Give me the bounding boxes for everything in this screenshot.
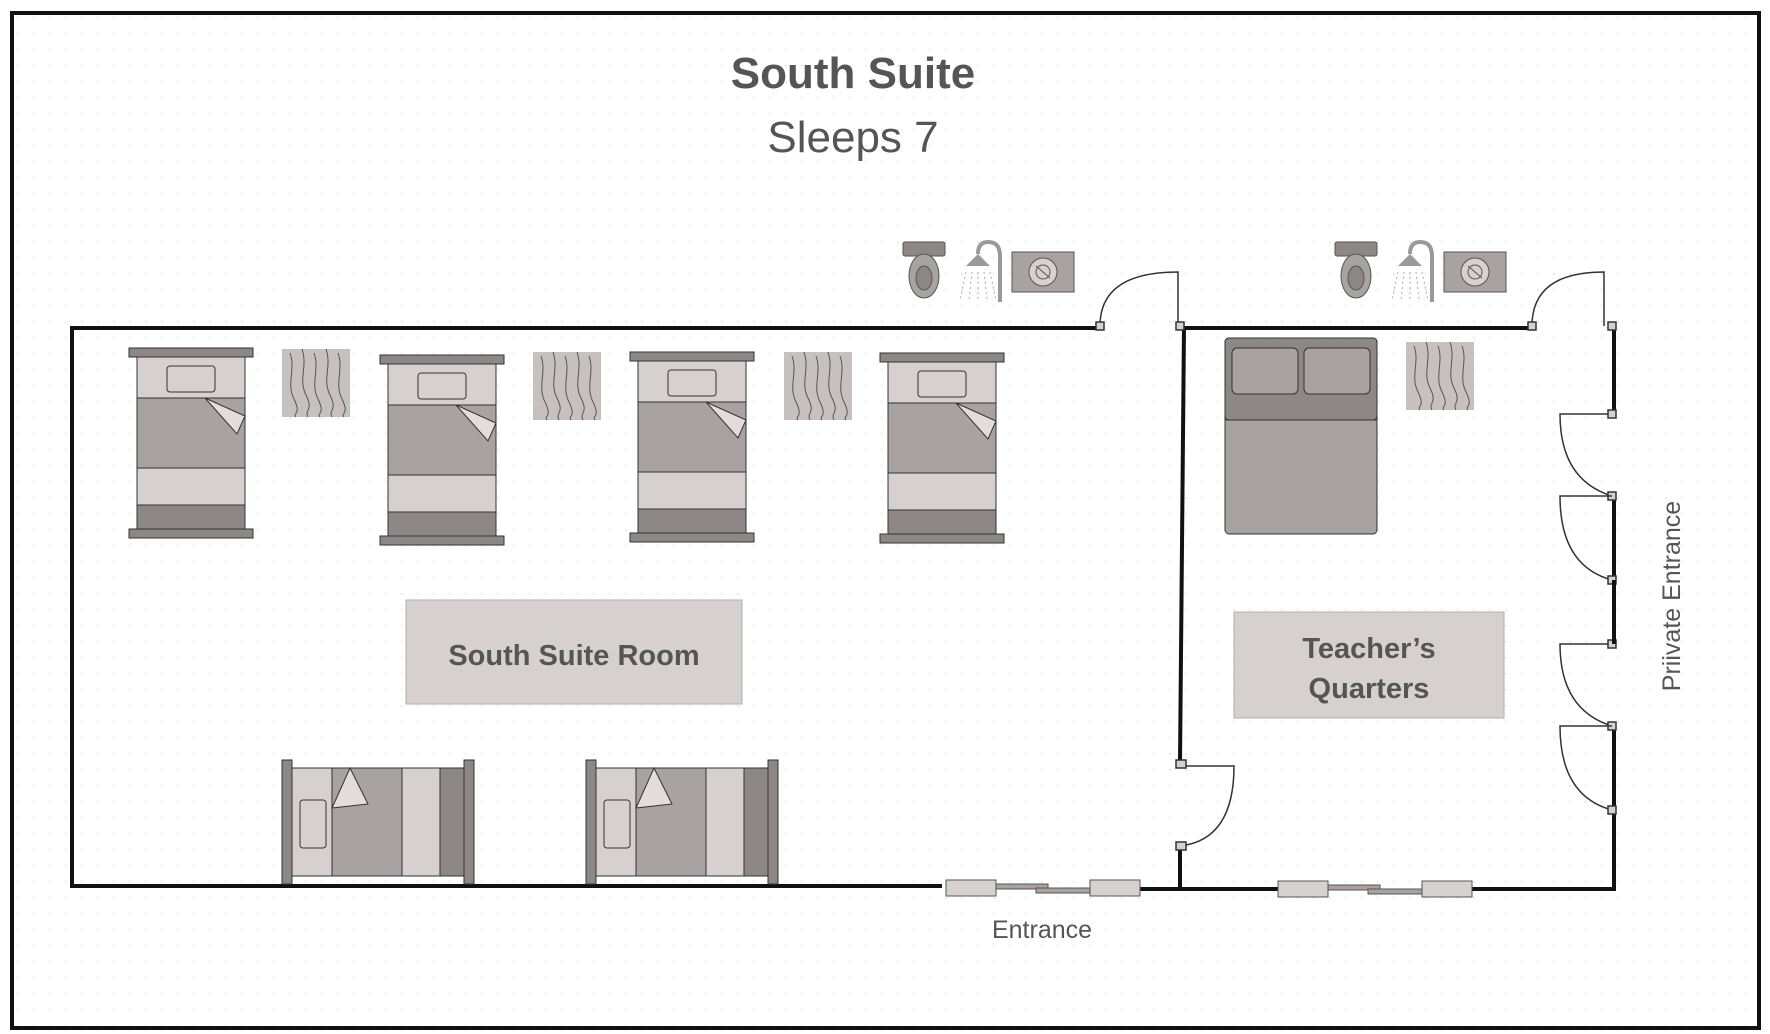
rug-icon bbox=[1405, 341, 1475, 411]
teacher-room-label-line1: Teacher’s bbox=[1302, 633, 1435, 665]
walls bbox=[70, 325, 1616, 891]
swing-doors bbox=[1095, 271, 1617, 851]
double-bed-icon bbox=[1224, 337, 1378, 535]
single-bed-icon bbox=[879, 352, 1005, 544]
main-room-label: South Suite Room bbox=[448, 640, 699, 672]
frame-border bbox=[10, 11, 1761, 1030]
single-bed-icon bbox=[585, 759, 779, 885]
suite-title: South Suite bbox=[731, 49, 975, 98]
single-bed-icon bbox=[128, 347, 254, 539]
teacher-room-label-box bbox=[1233, 611, 1505, 719]
rug-icon bbox=[281, 348, 351, 418]
suite-subtitle: Sleeps 7 bbox=[767, 113, 938, 162]
private-entrance-label: Priivate Entrance bbox=[1658, 501, 1686, 691]
single-bed-icon bbox=[379, 354, 505, 546]
teacher-room-label-line2: Quarters bbox=[1309, 673, 1430, 705]
single-bed-icon bbox=[281, 759, 475, 885]
rug-icon bbox=[532, 351, 602, 421]
sink-icon bbox=[1443, 251, 1507, 293]
entrance-label: Entrance bbox=[992, 916, 1092, 944]
private-entrance-doors bbox=[1559, 409, 1617, 815]
rug-icon bbox=[783, 351, 853, 421]
main-room-label-box bbox=[405, 599, 743, 705]
sink-icon bbox=[1011, 251, 1075, 293]
single-bed-icon bbox=[629, 351, 755, 543]
